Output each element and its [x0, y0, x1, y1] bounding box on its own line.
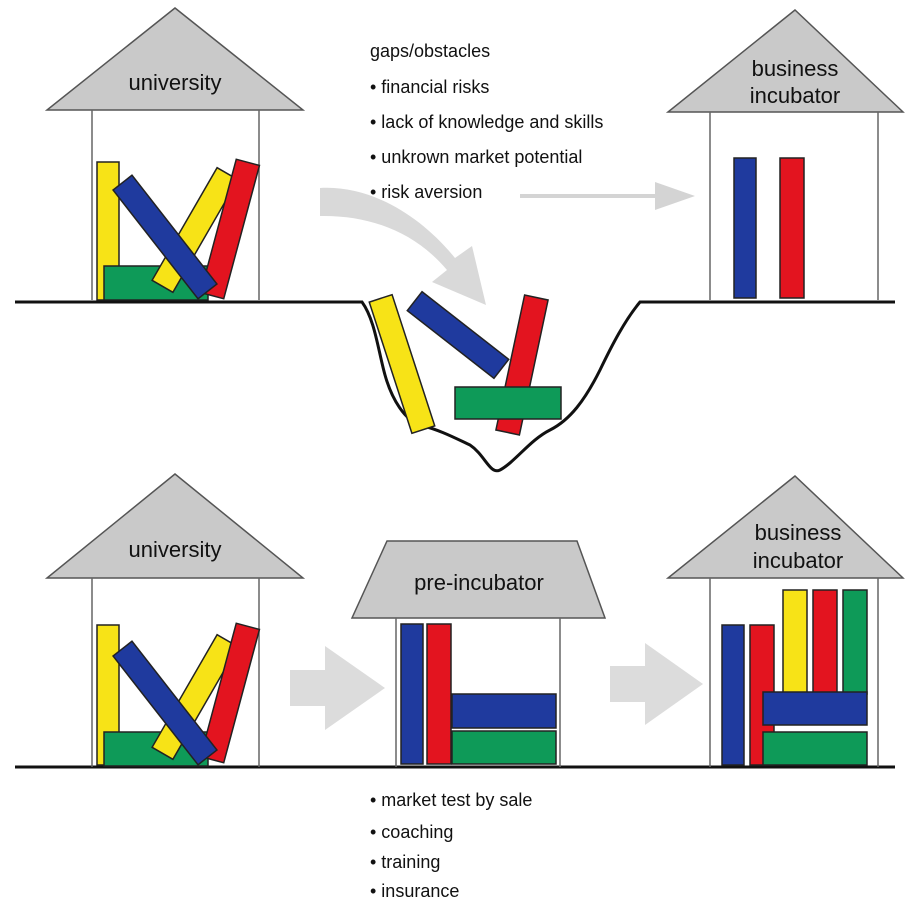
block-blue — [762, 691, 868, 726]
top-incubator-house: business incubator — [665, 9, 905, 300]
service-item: • market test by sale — [370, 790, 532, 810]
bottom-incubator-label-1: business — [755, 520, 842, 545]
obstacle-item: • lack of knowledge and skills — [370, 112, 603, 132]
block-blue — [112, 640, 218, 766]
block-blue — [721, 624, 745, 766]
block-yellow — [368, 293, 436, 435]
block-blue — [451, 693, 557, 729]
top-university-label: university — [129, 70, 222, 95]
bottom-arrow-1 — [290, 646, 385, 730]
service-item: • coaching — [370, 822, 453, 842]
bottom-university-house: university — [44, 473, 306, 767]
service-item: • insurance — [370, 881, 459, 901]
fall-arrow — [320, 187, 486, 305]
block-red — [812, 589, 838, 695]
block-red — [426, 623, 452, 765]
roof — [665, 475, 905, 579]
bottom-incubator-house: business incubator — [665, 475, 905, 767]
block-red — [779, 157, 805, 299]
roof — [665, 9, 905, 113]
obstacle-item: • risk aversion — [370, 182, 482, 202]
service-item: • training — [370, 852, 440, 872]
block-blue — [400, 623, 424, 765]
block-green — [762, 731, 868, 766]
services-list: • market test by sale • coaching • train… — [370, 790, 532, 901]
obstacle-item: • unkrown market potential — [370, 147, 582, 167]
top-incubator-label-1: business — [752, 56, 839, 81]
block-green — [842, 589, 868, 695]
fallen-blocks — [368, 290, 562, 436]
top-incubator-label-2: incubator — [750, 83, 841, 108]
arrow-shaft — [520, 194, 660, 198]
bottom-university-label: university — [129, 537, 222, 562]
block-red — [199, 622, 261, 764]
block-blue — [733, 157, 757, 299]
block-red — [199, 158, 261, 300]
block-green — [451, 730, 557, 765]
bottom-incubator-label-2: incubator — [753, 548, 844, 573]
roof — [44, 473, 306, 579]
preincubator-label: pre-incubator — [414, 570, 544, 595]
obstacle-item: • financial risks — [370, 77, 489, 97]
preincubator-house: pre-incubator — [350, 540, 607, 767]
top-university-house: university — [44, 7, 306, 301]
obstacles-title: gaps/obstacles — [370, 41, 490, 61]
arrow-head — [655, 182, 695, 210]
top-arrow-to-incubator — [520, 182, 695, 210]
arrow-head — [325, 646, 385, 730]
arrow-head — [645, 643, 703, 725]
block-blue — [112, 174, 218, 300]
obstacles-list: gaps/obstacles • financial risks • lack … — [370, 41, 603, 202]
roof — [44, 7, 306, 111]
ground-with-gap — [15, 300, 895, 473]
block-green — [454, 386, 562, 420]
roof — [350, 540, 607, 619]
block-yellow — [782, 589, 808, 695]
block-blue — [406, 290, 510, 380]
bottom-arrow-2 — [610, 643, 703, 725]
